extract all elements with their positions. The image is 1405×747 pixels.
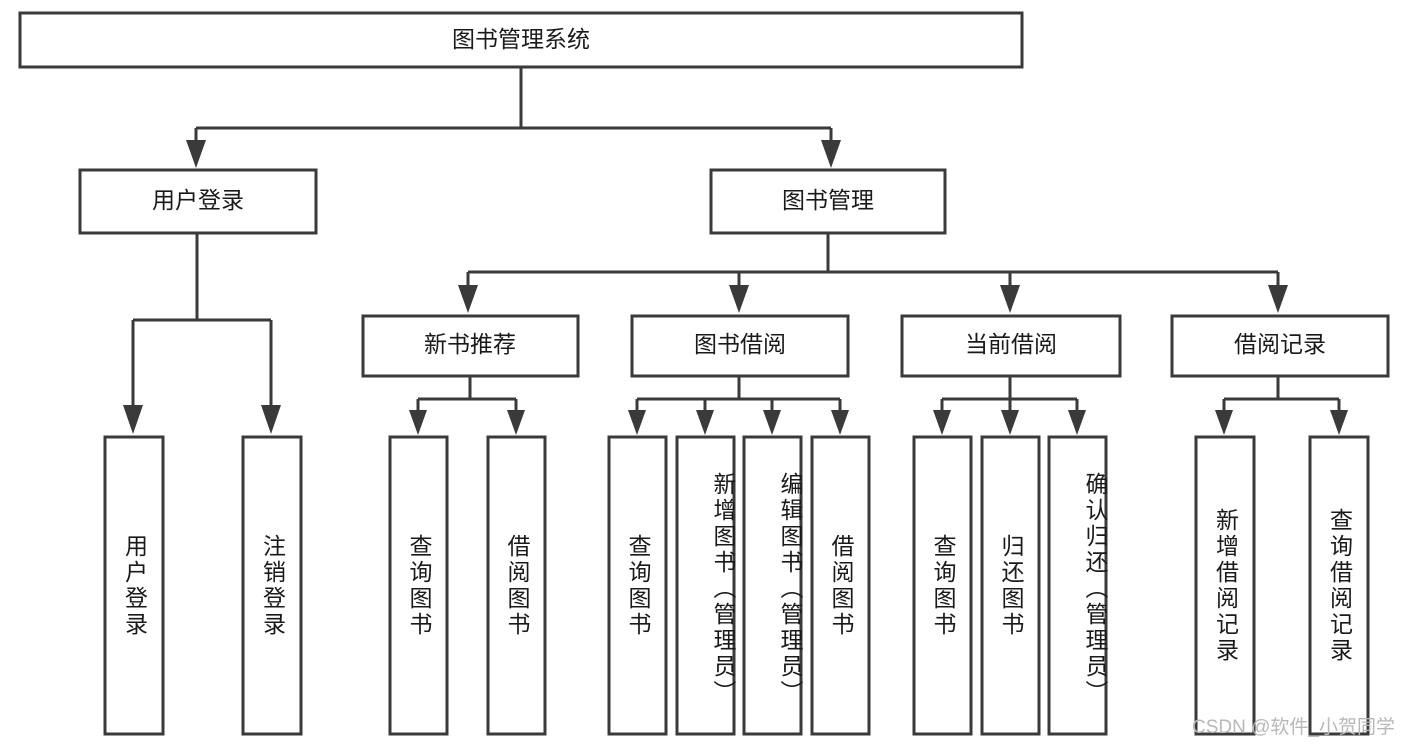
leaf-current-borrow-2[interactable] bbox=[1047, 435, 1108, 736]
arrow-icon bbox=[507, 410, 525, 435]
node-borrow-records[interactable] bbox=[1170, 314, 1390, 378]
leaf-book-borrow-2[interactable] bbox=[742, 435, 803, 736]
leaf-book-borrow-0[interactable] bbox=[607, 435, 668, 736]
node-root[interactable] bbox=[18, 11, 1024, 69]
arrow-icon bbox=[1215, 410, 1233, 435]
arrow-icon bbox=[628, 410, 646, 435]
arrow-icon bbox=[696, 410, 714, 435]
node-book-management[interactable] bbox=[709, 168, 947, 235]
arrow-icon bbox=[458, 285, 478, 313]
node-current-borrow-label: 当前借阅 bbox=[965, 331, 1057, 357]
node-user-login-label: 用户登录 bbox=[152, 187, 244, 213]
leaf-new-book-1[interactable] bbox=[486, 435, 547, 736]
leaf-current-borrow-0[interactable] bbox=[912, 435, 973, 736]
node-book-borrow[interactable] bbox=[630, 314, 850, 378]
watermark-text: CSDN @软件_小贺同学 bbox=[1192, 717, 1395, 738]
node-book-management-label: 图书管理 bbox=[782, 187, 874, 213]
arrow-icon bbox=[1001, 410, 1019, 435]
edge-group bbox=[131, 67, 1341, 412]
arrow-icon bbox=[186, 140, 206, 168]
leaf-user-login-0[interactable] bbox=[103, 435, 165, 736]
leaf-book-borrow-3[interactable] bbox=[810, 435, 871, 736]
arrow-icon bbox=[933, 410, 951, 435]
node-current-borrow[interactable] bbox=[900, 314, 1122, 378]
arrow-icon bbox=[831, 410, 849, 435]
leaf-book-borrow-1[interactable] bbox=[675, 435, 736, 736]
arrow-icon bbox=[763, 410, 781, 435]
arrow-icon bbox=[1068, 410, 1086, 435]
node-root-label: 图书管理系统 bbox=[452, 26, 590, 52]
arrow-icon bbox=[729, 285, 749, 313]
arrowhead-group bbox=[123, 140, 1348, 435]
node-borrow-records-label: 借阅记录 bbox=[1234, 331, 1326, 357]
leaf-current-borrow-1[interactable] bbox=[980, 435, 1041, 736]
leaf-borrow-records-0[interactable] bbox=[1194, 435, 1256, 736]
leaf-new-book-0[interactable] bbox=[388, 435, 449, 736]
arrow-icon bbox=[1268, 285, 1288, 313]
node-new-book-recommend-label: 新书推荐 bbox=[424, 331, 516, 357]
leaf-user-login-1[interactable] bbox=[241, 435, 303, 736]
arrow-icon bbox=[821, 140, 841, 168]
node-new-book-recommend[interactable] bbox=[361, 314, 580, 378]
node-group: 图书管理系统 用户登录 图书管理 新书推荐 图书借阅 当前借阅 借阅记录 bbox=[18, 11, 1390, 736]
arrow-icon bbox=[409, 410, 427, 435]
node-book-borrow-label: 图书借阅 bbox=[694, 331, 786, 357]
arrow-icon bbox=[261, 405, 281, 434]
arrow-icon bbox=[123, 405, 143, 434]
arrow-icon bbox=[1000, 285, 1020, 313]
node-user-login[interactable] bbox=[78, 168, 318, 235]
arrow-icon bbox=[1330, 410, 1348, 435]
leaf-borrow-records-1[interactable] bbox=[1308, 435, 1370, 736]
